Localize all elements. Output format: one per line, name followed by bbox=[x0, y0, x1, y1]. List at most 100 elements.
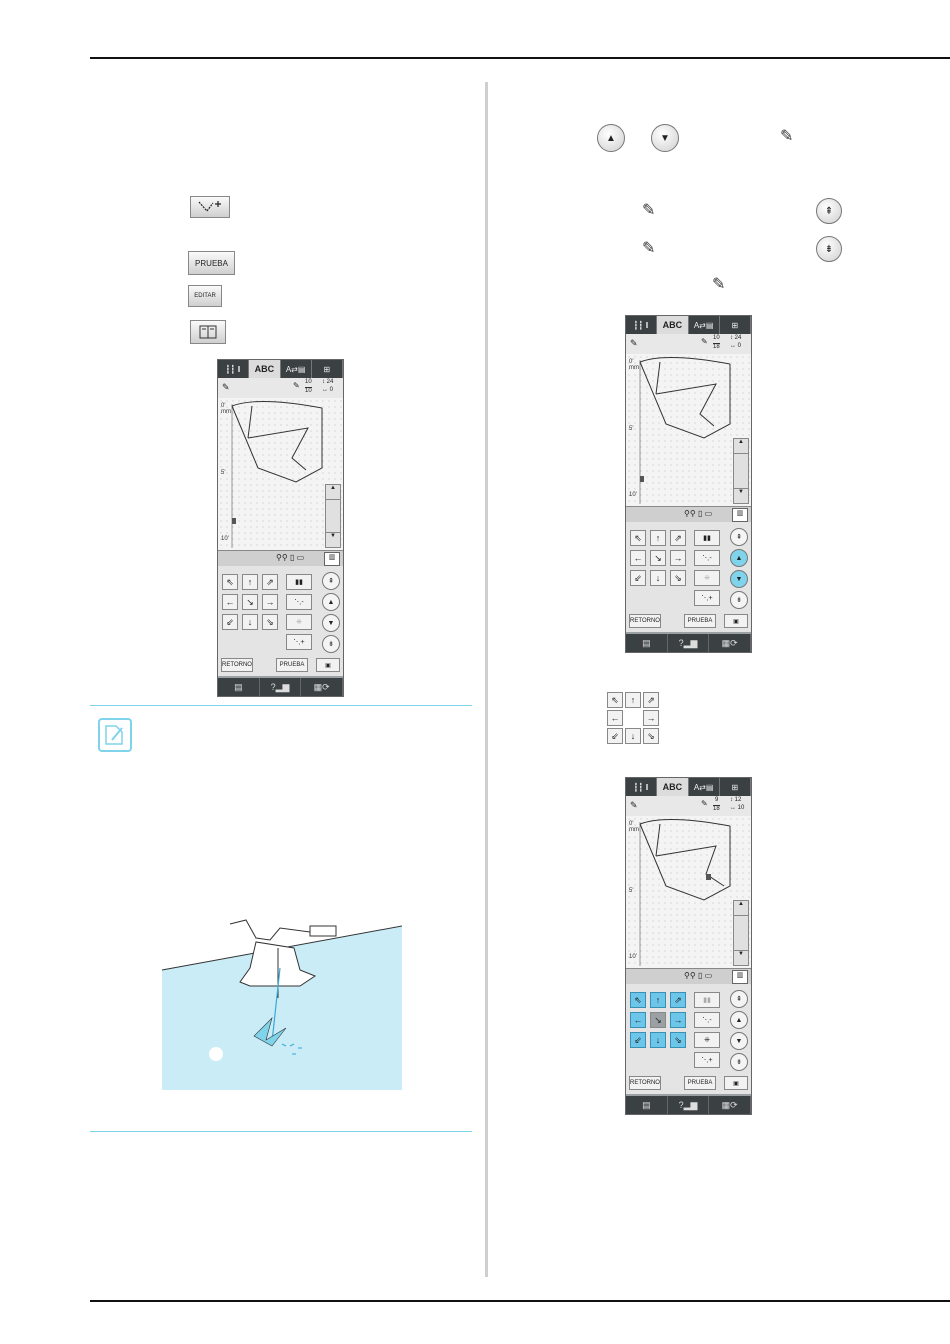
arrow-up-left[interactable]: ⇖ bbox=[222, 574, 238, 590]
bottom-tab-1[interactable]: ▤ bbox=[626, 634, 668, 652]
book-icon[interactable]: ▥ bbox=[732, 970, 748, 984]
canvas-scrollbar[interactable]: ▲ ▼ bbox=[733, 900, 749, 966]
arrow-right[interactable]: → bbox=[670, 550, 686, 566]
arrow-right[interactable]: → bbox=[262, 594, 278, 610]
canvas-scrollbar[interactable]: ▲ ▼ bbox=[325, 484, 341, 548]
retorno-button[interactable]: RETORNO bbox=[221, 658, 253, 672]
insert-point-button[interactable]: ⋱- bbox=[286, 594, 312, 610]
pen-icon: ✎ bbox=[630, 338, 638, 348]
design-canvas: 0' mm 5' 10' ▲ ▼ bbox=[626, 354, 751, 506]
move-all-button[interactable]: ⁜ bbox=[694, 570, 720, 586]
arrow-left[interactable]: ← bbox=[630, 550, 646, 566]
control-panel: ⇖ ↑ ⇗ ← ↘ → ⇙ ↓ ⇘ ▮▮ ⋱- ⁜ ⋱+ ⇞ ▲ ▼ ⇟ RET… bbox=[626, 984, 751, 1094]
arrow-up[interactable]: ↑ bbox=[650, 992, 666, 1008]
segment-button[interactable]: ▮▮ bbox=[286, 574, 312, 590]
insert-point-button[interactable]: ⋱- bbox=[694, 550, 720, 566]
down-button[interactable]: ▼ bbox=[730, 1032, 748, 1050]
arrow-down[interactable]: ↓ bbox=[650, 1032, 666, 1048]
arrow-down-right[interactable]: ⇘ bbox=[670, 1032, 686, 1048]
canvas-scrollbar[interactable]: ▲ ▼ bbox=[733, 438, 749, 504]
dx-value: 0 bbox=[737, 343, 742, 349]
axis-top: 0' bbox=[629, 359, 634, 365]
top-jump-button[interactable]: ⇞ bbox=[730, 528, 748, 546]
arrow-up-right[interactable]: ⇗ bbox=[262, 574, 278, 590]
arrow-up[interactable]: ↑ bbox=[242, 574, 258, 590]
prueba-button[interactable]: PRUEBA bbox=[276, 658, 308, 672]
sewing-illustration bbox=[160, 918, 403, 1092]
point-total: 10 bbox=[305, 387, 312, 394]
pointer-icon: ✎ bbox=[701, 799, 708, 808]
delete-point-button[interactable]: ⋱+ bbox=[694, 590, 720, 606]
insert-point-button[interactable]: ⋱- bbox=[694, 1012, 720, 1028]
memo-top-line bbox=[90, 705, 472, 706]
dx-value: 0 bbox=[329, 387, 334, 393]
arrow-center[interactable]: ↘ bbox=[650, 1012, 666, 1028]
move-all-button[interactable]: ⁜ bbox=[694, 1032, 720, 1048]
bottom-tab-2[interactable]: ?▂▆ bbox=[668, 1096, 710, 1114]
retorno-button[interactable]: RETORNO bbox=[629, 614, 661, 628]
down-button[interactable]: ▼ bbox=[322, 614, 340, 632]
arrow-left[interactable]: ← bbox=[630, 1012, 646, 1028]
arrow-up-left[interactable]: ⇖ bbox=[630, 530, 646, 546]
dy-value: 12 bbox=[734, 797, 742, 803]
retorno-button[interactable]: RETORNO bbox=[629, 1076, 661, 1090]
bottom-jump-button[interactable]: ⇟ bbox=[730, 1053, 748, 1071]
pointer-icon: ✎ bbox=[642, 240, 656, 257]
delete-point-button[interactable]: ⋱+ bbox=[694, 1052, 720, 1068]
arrow-center[interactable]: ↘ bbox=[650, 550, 666, 566]
bottom-tab-3[interactable]: ▦⟳ bbox=[301, 678, 344, 696]
bottom-jump-button[interactable]: ⇟ bbox=[730, 591, 748, 609]
arrow-up-right[interactable]: ⇗ bbox=[670, 992, 686, 1008]
arrow-down[interactable]: ↓ bbox=[242, 614, 258, 630]
pointer-icon: ✎ bbox=[293, 381, 300, 390]
point-total: 18 bbox=[713, 343, 720, 350]
book-icon[interactable]: ▥ bbox=[732, 508, 748, 522]
arrow-down-right[interactable]: ⇘ bbox=[262, 614, 278, 630]
arrow-center[interactable]: ↘ bbox=[242, 594, 258, 610]
tab-edit: A⇄▤ bbox=[281, 360, 312, 378]
bottom-tab-1[interactable]: ▤ bbox=[626, 1096, 668, 1114]
arrow-up[interactable]: ↑ bbox=[650, 530, 666, 546]
delete-point-button[interactable]: ⋱+ bbox=[286, 634, 312, 650]
point-number: 9 bbox=[715, 797, 719, 803]
top-jump-button[interactable]: ⇞ bbox=[322, 572, 340, 590]
arrow-right[interactable]: → bbox=[670, 1012, 686, 1028]
top-jump-button[interactable]: ⇞ bbox=[730, 990, 748, 1008]
bottom-tab-2[interactable]: ?▂▆ bbox=[260, 678, 302, 696]
column-divider bbox=[485, 82, 488, 1277]
prueba-button-icon: PRUEBA bbox=[188, 251, 235, 275]
bottom-tab-1[interactable]: ▤ bbox=[218, 678, 260, 696]
prueba-button[interactable]: PRUEBA bbox=[684, 614, 716, 628]
down-button[interactable]: ▼ bbox=[730, 570, 748, 588]
dx-value: 10 bbox=[737, 805, 745, 811]
tool-icons: ⚲⚲ ▯ ▭ bbox=[276, 553, 305, 562]
segment-button[interactable]: ▮▮ bbox=[694, 530, 720, 546]
axis-unit: mm bbox=[629, 827, 639, 833]
memo-icon bbox=[98, 718, 132, 752]
arrow-down-left[interactable]: ⇙ bbox=[222, 614, 238, 630]
arrow-down-left[interactable]: ⇙ bbox=[630, 570, 646, 586]
arrow-left[interactable]: ← bbox=[222, 594, 238, 610]
save-button[interactable]: ▣ bbox=[316, 658, 340, 672]
bottom-tab-3[interactable]: ▦⟳ bbox=[709, 634, 752, 652]
arrow-up-right[interactable]: ⇗ bbox=[670, 530, 686, 546]
segment-button[interactable]: ▮▮ bbox=[694, 992, 720, 1008]
arrow-down-right[interactable]: ⇘ bbox=[670, 570, 686, 586]
save-button[interactable]: ▣ bbox=[724, 614, 748, 628]
save-button[interactable]: ▣ bbox=[724, 1076, 748, 1090]
arrow-up-left[interactable]: ⇖ bbox=[630, 992, 646, 1008]
arrow-down-left[interactable]: ⇙ bbox=[630, 1032, 646, 1048]
arrow-down[interactable]: ↓ bbox=[650, 570, 666, 586]
up-button[interactable]: ▲ bbox=[730, 549, 748, 567]
up-button[interactable]: ▲ bbox=[322, 593, 340, 611]
prueba-button[interactable]: PRUEBA bbox=[684, 1076, 716, 1090]
axis-mid: 5' bbox=[629, 888, 634, 894]
move-all-button[interactable]: ⁜ bbox=[286, 614, 312, 630]
axis-top: 0' bbox=[221, 403, 226, 409]
bottom-tab-3[interactable]: ▦⟳ bbox=[709, 1096, 752, 1114]
up-button[interactable]: ▲ bbox=[730, 1011, 748, 1029]
bottom-tab-2[interactable]: ?▂▆ bbox=[668, 634, 710, 652]
control-panel: ⇖ ↑ ⇗ ← ↘ → ⇙ ↓ ⇘ ▮▮ ⋱- ⁜ ⋱+ ⇞ ▲ ▼ ⇟ RET… bbox=[218, 566, 343, 676]
bottom-jump-button[interactable]: ⇟ bbox=[322, 635, 340, 653]
book-icon[interactable]: ▥ bbox=[324, 552, 340, 566]
